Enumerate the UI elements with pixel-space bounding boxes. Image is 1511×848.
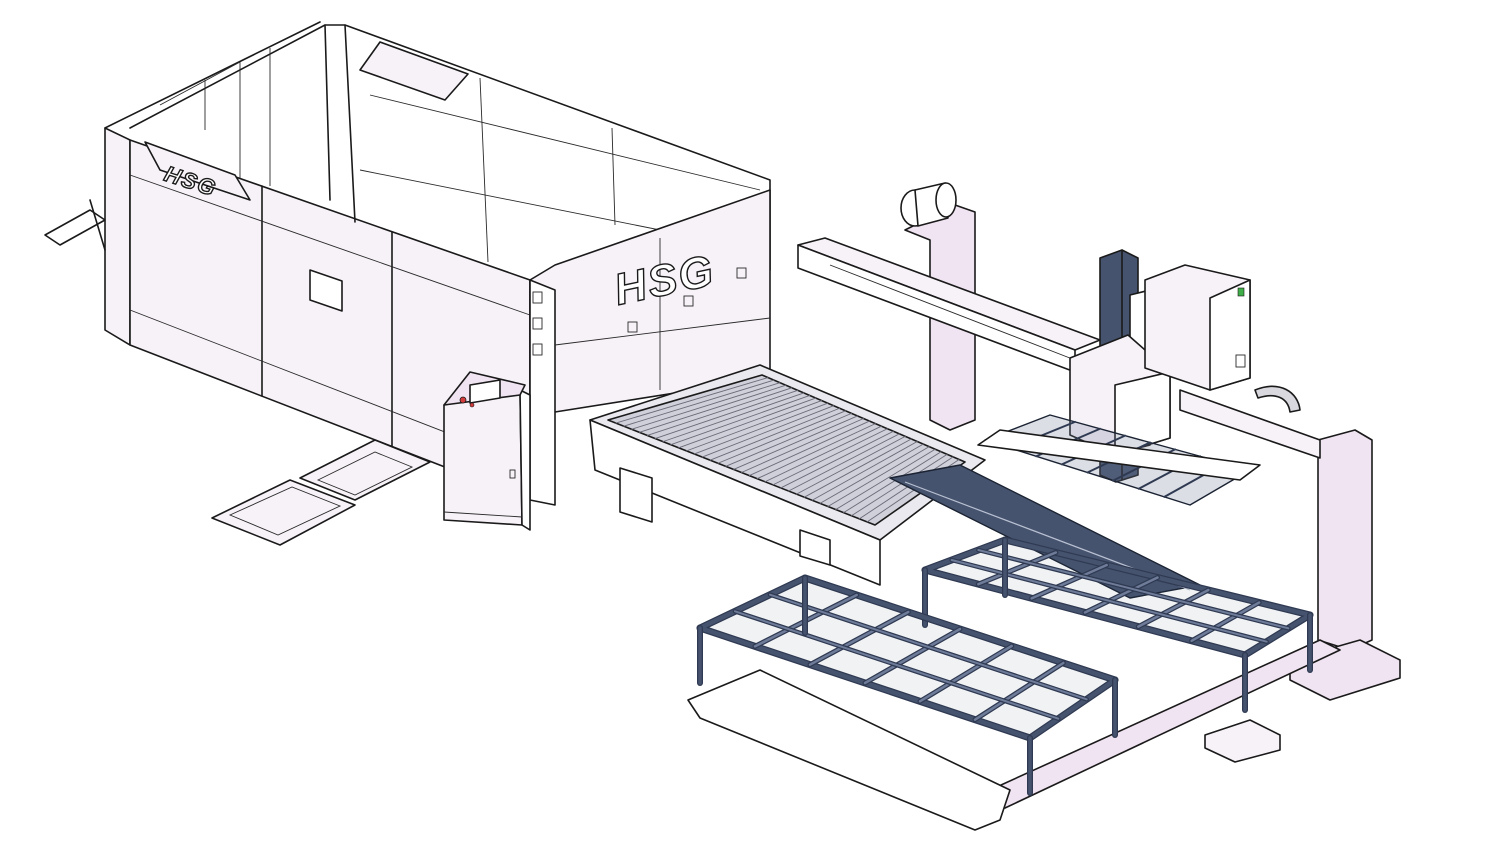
bed-slat — [701, 405, 835, 458]
console-cabinet-front — [443, 389, 523, 526]
exhaust-duct — [1254, 385, 1301, 413]
foot-pedal-bracket — [44, 209, 106, 246]
pallet-long-bar-face — [977, 549, 1290, 630]
bed-slat — [819, 443, 924, 504]
cutting-bed — [589, 364, 986, 586]
pallet-cross-bar-face — [1030, 563, 1108, 600]
gas-cylinder — [900, 182, 957, 227]
bed-slat — [850, 453, 948, 517]
bed-slat — [615, 377, 769, 424]
bed-slat — [741, 418, 864, 473]
bed-slat — [772, 428, 888, 486]
enclosure-view-window — [309, 269, 343, 312]
bed-slat — [835, 448, 936, 511]
frame-right-column — [1317, 429, 1373, 651]
enclosure-side-cabinet — [529, 279, 556, 506]
bed-slat — [646, 387, 793, 436]
cutting-bed-grid — [607, 374, 966, 526]
bed-slat — [717, 410, 847, 464]
bed-slat — [811, 441, 918, 501]
bed-slat — [654, 389, 799, 439]
pallet-cross-bar-face — [1137, 588, 1210, 628]
pallet-long-bar-face — [769, 593, 1088, 701]
pallet-frame-edge-face — [922, 537, 1008, 573]
bed-slat — [678, 397, 817, 449]
pallet-cross-bar-face — [918, 644, 1013, 703]
bed-slat — [827, 446, 930, 507]
bed-slat — [858, 456, 954, 520]
bed-slat — [733, 415, 858, 470]
pallet-exchange-tables — [687, 536, 1314, 831]
bed-slat — [709, 407, 841, 461]
pallet-front — [696, 574, 1119, 796]
floor-tray-back — [299, 439, 431, 501]
enclosure-left-wall — [104, 127, 131, 346]
bed-slat — [693, 402, 829, 455]
pallet-cross-bar-face — [977, 551, 1058, 586]
pallet-cross-bar-face — [808, 610, 910, 666]
bed-slat — [843, 451, 942, 514]
bed-slat — [803, 438, 912, 498]
loader-guide-rail — [977, 429, 1261, 481]
bed-slat — [748, 420, 870, 477]
floor-tray-front — [211, 479, 356, 546]
floor-trays — [211, 439, 431, 546]
pallet-frame-edge-face — [1027, 677, 1118, 741]
control-console — [443, 371, 531, 531]
gantry-loader — [797, 182, 1261, 599]
bed-slat — [670, 395, 811, 446]
bed-slat — [764, 425, 882, 483]
bed-slat — [686, 400, 823, 452]
enclosure-logo-plate-top — [359, 41, 469, 101]
indicator-lamp — [469, 402, 475, 408]
bed-slats — [615, 377, 960, 523]
status-lamp-green — [1237, 287, 1245, 297]
frame-top-rail — [1179, 389, 1321, 459]
enclosure-logo-plate-left — [144, 141, 251, 201]
pallet-base-frame — [687, 669, 1011, 831]
pallet-frame-edge-face — [1242, 612, 1313, 658]
emergency-stop-button — [459, 396, 467, 404]
bed-slat — [638, 384, 787, 433]
pallet-cross-bar-face — [863, 627, 962, 685]
frame-left-foot — [1204, 719, 1281, 763]
pallet-frame-edge-face — [697, 575, 808, 631]
pallet-cross-bar-face — [1190, 601, 1261, 643]
console-touch-screen — [469, 379, 501, 404]
console-cabinet-side — [519, 389, 531, 531]
pallet-cross-bar-face — [1083, 576, 1159, 614]
pallet-rear — [921, 536, 1314, 713]
bed-slat — [796, 435, 906, 495]
bed-slat — [631, 382, 781, 430]
pallet-cross-bar-face — [973, 661, 1065, 721]
bed-slat — [623, 379, 775, 427]
bed-slat — [725, 412, 853, 467]
bed-slat — [780, 430, 894, 489]
bed-slat — [662, 392, 805, 443]
pallet-long-bar-face — [734, 610, 1060, 720]
bed-slat — [756, 423, 876, 480]
bed-slat — [788, 433, 900, 492]
